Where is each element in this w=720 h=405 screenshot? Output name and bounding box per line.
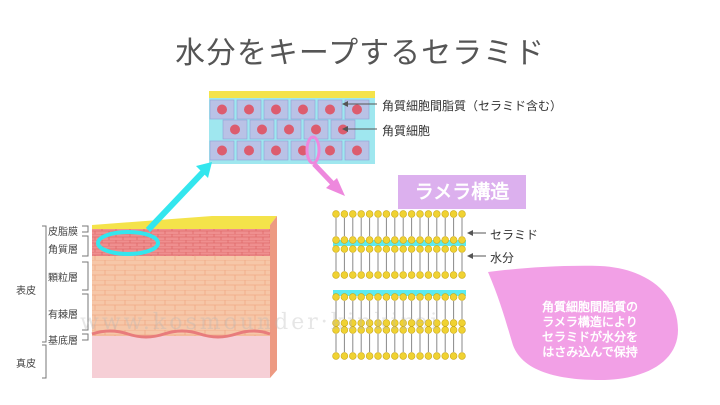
corneocyte-cell — [344, 140, 370, 161]
dermis-label: 真皮 — [16, 359, 36, 370]
corneocyte-cell — [209, 99, 235, 120]
cyan-arrow-shaft — [145, 167, 208, 233]
epidermis-cells-layer — [92, 256, 270, 336]
corneocyte-structure — [209, 91, 375, 164]
basal-label: 基底層 — [48, 336, 78, 347]
pink-arrow-head — [326, 178, 345, 196]
corneocyte-cell — [236, 99, 262, 120]
water-layer — [333, 240, 466, 246]
cyan-arrow-head — [196, 162, 212, 178]
corneocyte-cell — [249, 119, 275, 140]
water-label: 水分 — [490, 251, 515, 265]
bubble-text: 角質細胞間脂質の ラメラ構造により セラミドが水分を はさみ込んで保持 — [510, 300, 670, 360]
lamella-structure — [332, 210, 466, 360]
lamella-title: ラメラ構造 — [398, 175, 526, 209]
lipid-bilayer — [332, 326, 466, 360]
corneocyte-label: 角質細胞 — [382, 124, 431, 138]
corneocyte-cell — [344, 99, 370, 120]
granular-label: 顆粒層 — [48, 273, 78, 284]
skin-cross-section — [91, 216, 277, 378]
bubble-line: 角質細胞間脂質の — [541, 300, 638, 314]
speech-bubble — [488, 265, 678, 380]
epidermis-label: 表皮 — [16, 286, 36, 297]
dermis-layer — [92, 336, 270, 378]
bubble-line: セラミドが水分を — [541, 330, 638, 344]
spinous-label: 有棘層 — [48, 310, 78, 321]
corneocyte-cell — [290, 140, 316, 161]
page-title: 水分をキープするセラミド — [174, 36, 546, 71]
corneocyte-cell — [303, 119, 329, 140]
layer-brackets — [42, 225, 89, 379]
intercellular-lipid-label: 角質細胞間脂質（セラミド含む） — [382, 99, 563, 113]
corneocyte-cell — [317, 140, 343, 161]
bubble-line: はさみ込んで保持 — [542, 345, 638, 359]
sebum-strip — [209, 91, 375, 98]
lipid-bilayer — [332, 245, 466, 279]
lipid-bilayer — [332, 210, 466, 244]
corneocyte-cell — [290, 99, 316, 120]
corneocyte-cell — [236, 140, 262, 161]
bubble-line: ラメラ構造により — [542, 315, 638, 329]
corneocyte-cell — [317, 99, 343, 120]
sebum-label: 皮脂膜 — [48, 227, 78, 238]
water-layer — [333, 290, 466, 296]
sebum-layer — [92, 225, 270, 229]
corneocyte-cell — [209, 140, 235, 161]
cyan-highlight-ring — [96, 230, 160, 256]
corneocyte-cell — [222, 119, 248, 140]
corneocyte-cell — [263, 140, 289, 161]
corneocyte-cell — [276, 119, 302, 140]
lipid-highlight-ring — [305, 135, 321, 165]
corneocyte-cell — [263, 99, 289, 120]
pink-arrow-shaft — [312, 162, 337, 188]
lipid-bilayer — [332, 293, 466, 327]
watermark: www.kosmounder·kinkirei — [80, 310, 441, 335]
stratum-corneum-label: 角質層 — [48, 245, 78, 256]
ceramide-label: セラミド — [490, 228, 539, 242]
